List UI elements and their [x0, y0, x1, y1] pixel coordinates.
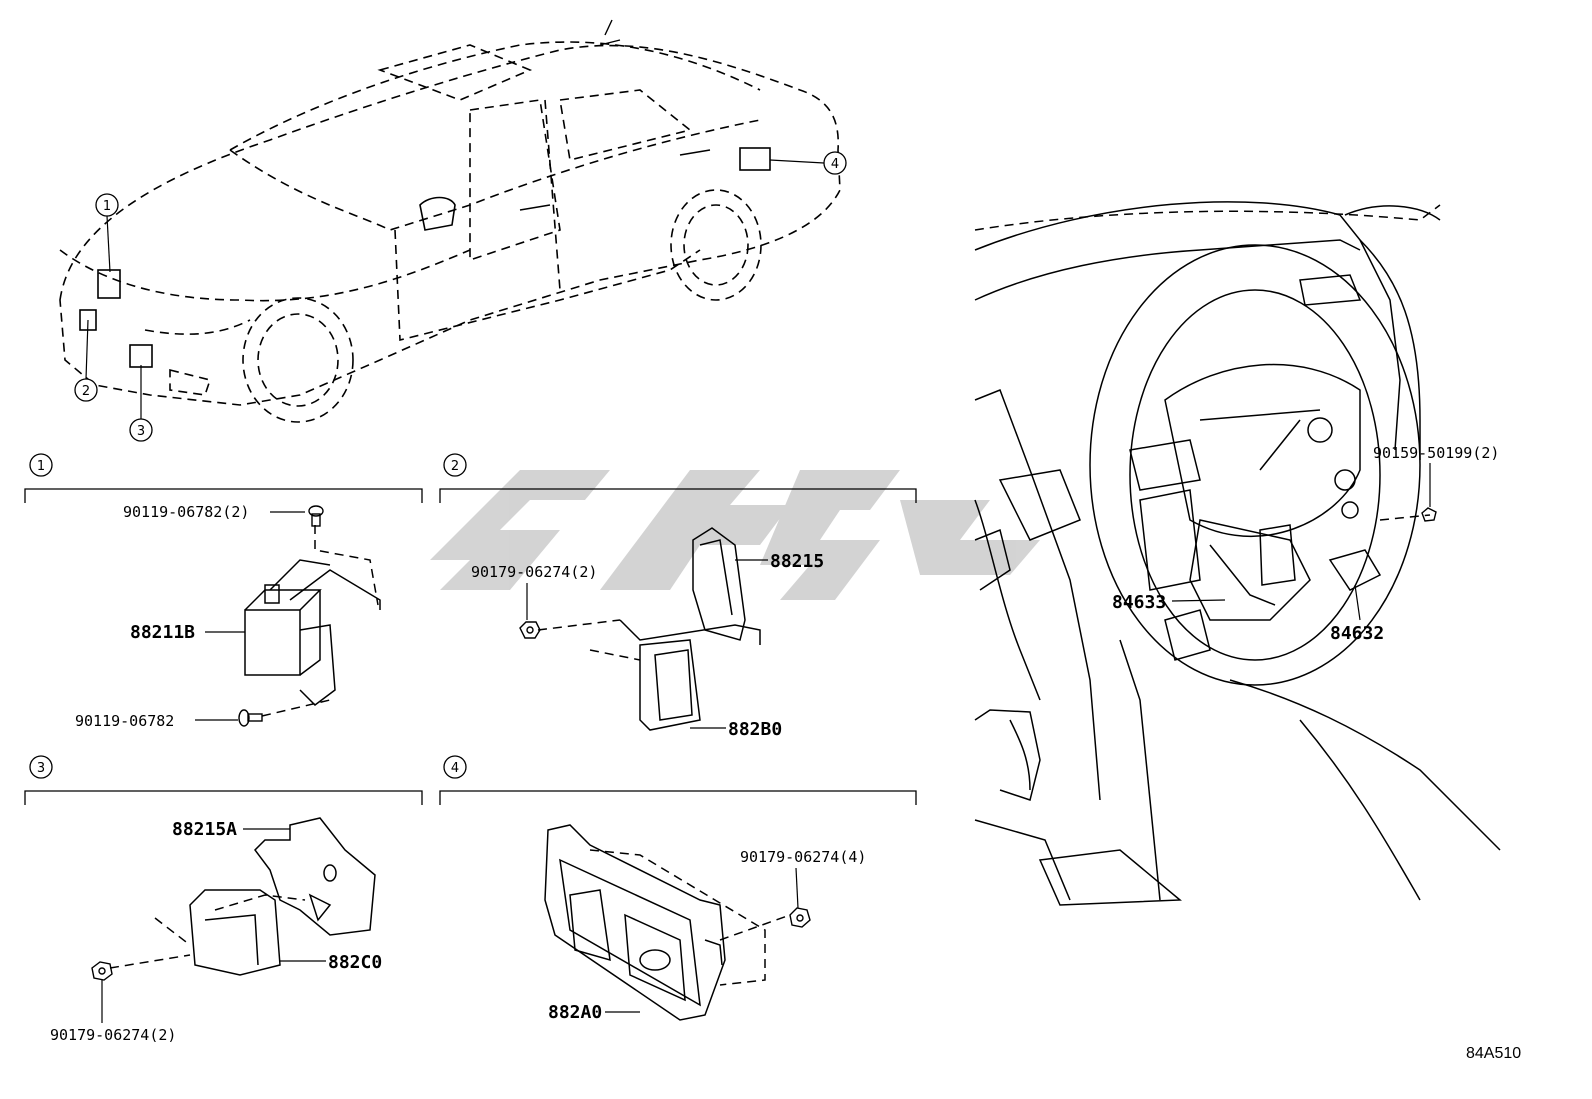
label-90159-50199-2: 90159-50199(2) [1373, 444, 1499, 462]
label-90119-06782: 90119-06782 [75, 712, 174, 730]
section-4-number: 4 [451, 761, 459, 776]
callout-4: 4 [769, 151, 847, 175]
car-callouts: 1 2 3 4 [74, 151, 847, 442]
section-4: 4 90179-06274(4) 882A0 [439, 755, 917, 1023]
label-90179-06274-2-top: 90179-06274(2) [471, 563, 597, 581]
section-3-number: 3 [37, 761, 45, 776]
section-1-number: 1 [37, 459, 45, 474]
figure-code: 84A510 [1466, 1045, 1521, 1062]
car-illustration [59, 19, 841, 423]
part-88215a-drawing [109, 817, 376, 976]
svg-text:2: 2 [82, 384, 90, 399]
watermark-logo [430, 470, 1040, 600]
part-88215-drawing [537, 527, 761, 731]
label-88211b: 88211B [130, 622, 195, 643]
screw-icon [1421, 507, 1437, 522]
label-882a0: 882A0 [548, 1002, 602, 1023]
label-88215: 88215 [770, 551, 824, 572]
nut-icon-4 [789, 907, 811, 928]
part-882a0-drawing [544, 824, 791, 1021]
callout-3: 3 [129, 365, 153, 442]
watermark-shape-2 [600, 470, 790, 590]
nut-icon [519, 621, 541, 639]
section-1: 1 90119-06782(2) 88211B 90119-06782 [24, 453, 423, 730]
watermark-shape-4 [900, 500, 1040, 575]
label-84633: 84633 [1112, 592, 1166, 613]
svg-text:3: 3 [137, 424, 145, 439]
svg-text:4: 4 [831, 157, 839, 172]
section-2: 2 90179-06274(2) 88215 882B0 [439, 453, 917, 740]
label-90119-06782-2: 90119-06782(2) [123, 503, 249, 521]
label-90179-06274-4: 90179-06274(4) [740, 848, 866, 866]
label-90179-06274-2-bottom: 90179-06274(2) [50, 1026, 176, 1044]
section-3: 3 88215A 882C0 90179-06274(2) [24, 755, 423, 1044]
label-88215a: 88215A [172, 819, 237, 840]
part-88211b-drawing [244, 525, 381, 717]
label-84632: 84632 [1330, 623, 1384, 644]
svg-text:1: 1 [103, 199, 111, 214]
nut-icon-3 [91, 961, 113, 981]
watermark-shape-3 [760, 470, 900, 600]
label-882b0: 882B0 [728, 719, 782, 740]
callout-1: 1 [95, 193, 119, 273]
bolt-icon [238, 505, 324, 727]
section-2-number: 2 [451, 459, 459, 474]
dashboard-illustration [974, 201, 1501, 906]
callout-2: 2 [74, 319, 98, 402]
label-882c0: 882C0 [328, 952, 382, 973]
watermark-shape-1 [430, 470, 610, 590]
